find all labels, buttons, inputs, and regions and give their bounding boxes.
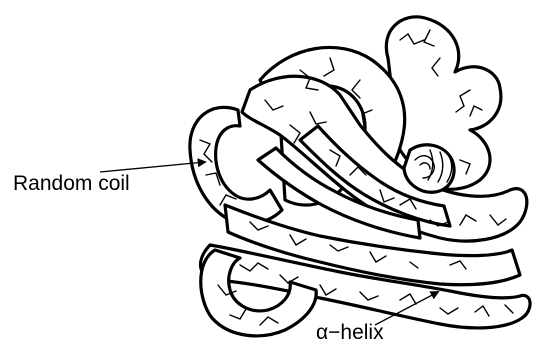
random-coil-label: Random coil (13, 173, 130, 194)
protein-ribbon (190, 17, 530, 336)
alpha-helix-label: α−helix (316, 322, 384, 343)
random-coil-pointer (100, 162, 205, 172)
